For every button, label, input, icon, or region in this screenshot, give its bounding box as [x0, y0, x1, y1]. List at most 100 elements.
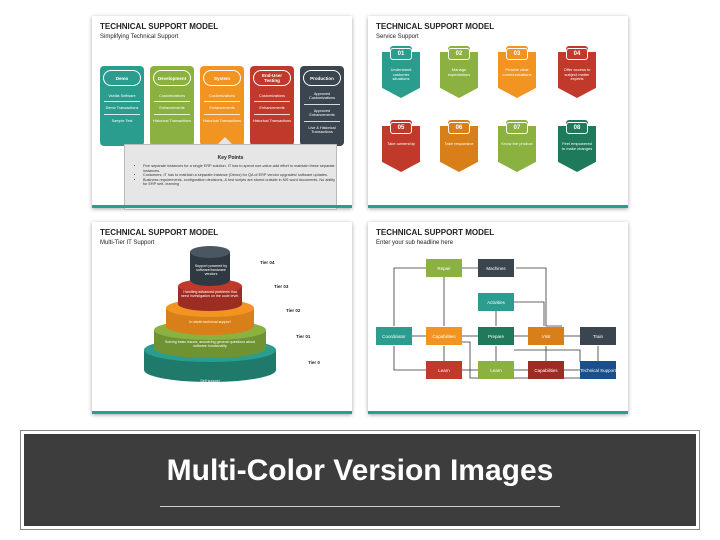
flow-connectors: [393, 267, 599, 379]
column-cell: Approved Customizations: [309, 92, 335, 101]
slide-multi-tier-it-support[interactable]: TECHNICAL SUPPORT MODEL Multi-Tier IT Su…: [92, 222, 352, 414]
node-capabilities-1: Capabilities: [426, 327, 462, 345]
item-text: Understand customer situations: [390, 67, 412, 82]
accent-bar: [368, 411, 628, 414]
node-coordinator: Coordinator: [376, 327, 412, 345]
column-header: Demo: [103, 70, 141, 86]
column-system: System Customizations Enhancements Histo…: [200, 66, 244, 146]
tier-4-disc: [190, 252, 230, 286]
slide-flow-diagram[interactable]: TECHNICAL SUPPORT MODEL Enter your sub h…: [368, 222, 628, 414]
accent-bar: [92, 205, 352, 208]
slide-title: TECHNICAL SUPPORT MODEL: [100, 228, 219, 237]
node-activities: Activities: [478, 293, 514, 311]
item-number: 04: [566, 48, 588, 60]
column-production: Production Approved Customizations Appro…: [300, 66, 344, 146]
column-cell: Vanilla Software: [108, 94, 136, 98]
column-cell: Sample Test: [111, 118, 133, 123]
node-repair: Repair: [426, 259, 462, 277]
tier-4-label: Tier 04: [260, 260, 275, 265]
column-header: Development: [153, 70, 191, 86]
slide-subtitle: Service Support: [376, 34, 419, 40]
column-cell: Approved Enhancements: [309, 108, 335, 118]
node-learn-2: Learn: [478, 361, 514, 379]
column-cell: Enhancements: [259, 106, 285, 111]
shield-tab: [506, 120, 528, 134]
slide-service-support[interactable]: TECHNICAL SUPPORT MODEL Service Support …: [368, 16, 628, 208]
node-train: Train: [580, 327, 616, 345]
column-cell: Historical Transactions: [152, 118, 192, 123]
shield-tab: [566, 46, 588, 60]
shield-tab: [448, 120, 470, 134]
banner-underline: [160, 506, 560, 507]
tier-pyramid: [144, 246, 276, 382]
item-text: Offer access to subject matter experts: [563, 67, 591, 82]
item-number: 08: [566, 122, 588, 134]
shield-tab: [390, 120, 412, 134]
tier-4-text: Support powered by software/hardware ven…: [194, 264, 228, 277]
item-text: Know the product: [501, 141, 533, 146]
column-cell: Historical Transactions: [202, 118, 242, 123]
tier-3-text: Handling advanced problems that need inv…: [180, 290, 240, 299]
column-cell: Demo Transactions: [105, 106, 139, 111]
slide-title: TECHNICAL SUPPORT MODEL: [376, 22, 495, 31]
item-number: 02: [448, 48, 470, 60]
tier-1-label: Tier 01: [296, 334, 311, 339]
node-visit: Visit: [528, 327, 564, 345]
item-number: 06: [448, 122, 470, 134]
column-cell: Enhancements: [159, 106, 185, 111]
item-text: Provide clear communications: [502, 67, 532, 77]
tier-0-label: Tier 0: [308, 360, 320, 365]
column-cell: Live & Historical Transactions: [308, 125, 336, 135]
item-number: 01: [390, 48, 412, 60]
item-text: Manage expectations: [447, 67, 471, 77]
shield-tab: [506, 46, 528, 60]
column-development: Development Customizations Enhancements …: [150, 66, 194, 146]
slide-simplifying-technical-support[interactable]: TECHNICAL SUPPORT MODEL Simplifying Tech…: [92, 16, 352, 210]
node-machines: Machines: [478, 259, 514, 277]
key-point: Business requirements, configuration dec…: [143, 178, 336, 187]
column-cell: Customizations: [159, 94, 185, 98]
column-cell: Historical Transactions: [252, 118, 292, 123]
shield-tab: [566, 120, 588, 134]
column-end-user-testing: End-User Testing Customizations Enhancem…: [250, 66, 294, 146]
tier-0-text: Self support: [200, 379, 220, 383]
column-demo: Demo Vanilla Software Demo Transactions …: [100, 66, 144, 146]
tier-1-text: Solving basic issues, answering general …: [164, 340, 256, 349]
column-cell: Customizations: [259, 94, 285, 98]
shield-tab: [448, 46, 470, 60]
key-point: Customers, IT has to maintain a separate…: [143, 173, 336, 178]
tier-2-label: Tier 02: [286, 308, 301, 313]
column-header: Production: [303, 70, 341, 86]
node-prepare: Prepare: [478, 327, 514, 345]
column-header: End-User Testing: [253, 70, 291, 86]
banner-title: Multi-Color Version Images: [166, 454, 554, 487]
tier-4-top: [190, 246, 230, 258]
shield-tab: [390, 46, 412, 60]
column-cell: Customizations: [209, 94, 235, 98]
slide-title: TECHNICAL SUPPORT MODEL: [100, 22, 219, 31]
column-cell: Enhancements: [209, 106, 235, 111]
slide-title: TECHNICAL SUPPORT MODEL: [376, 228, 495, 237]
column-header: System: [203, 70, 241, 86]
tier-3-disc: [178, 286, 242, 311]
item-number: 05: [390, 122, 412, 134]
node-capabilities-2: Capabilities: [528, 361, 564, 379]
callout-pointer: [215, 137, 235, 147]
item-text: Take ownership: [387, 141, 415, 146]
item-number: 07: [506, 122, 528, 134]
item-number: 03: [506, 48, 528, 60]
banner: Multi-Color Version Images: [24, 434, 696, 526]
key-points-title: Key Points: [217, 155, 244, 161]
slide-subtitle: Multi-Tier IT Support: [100, 240, 155, 246]
key-points-box: Key Points Five separate instances for a…: [124, 144, 337, 210]
item-text: Feel empowered to make changes: [561, 141, 593, 151]
tier-2-text: In depth technical support: [189, 320, 231, 324]
slide-subtitle: Simplifying Technical Support: [100, 34, 179, 40]
